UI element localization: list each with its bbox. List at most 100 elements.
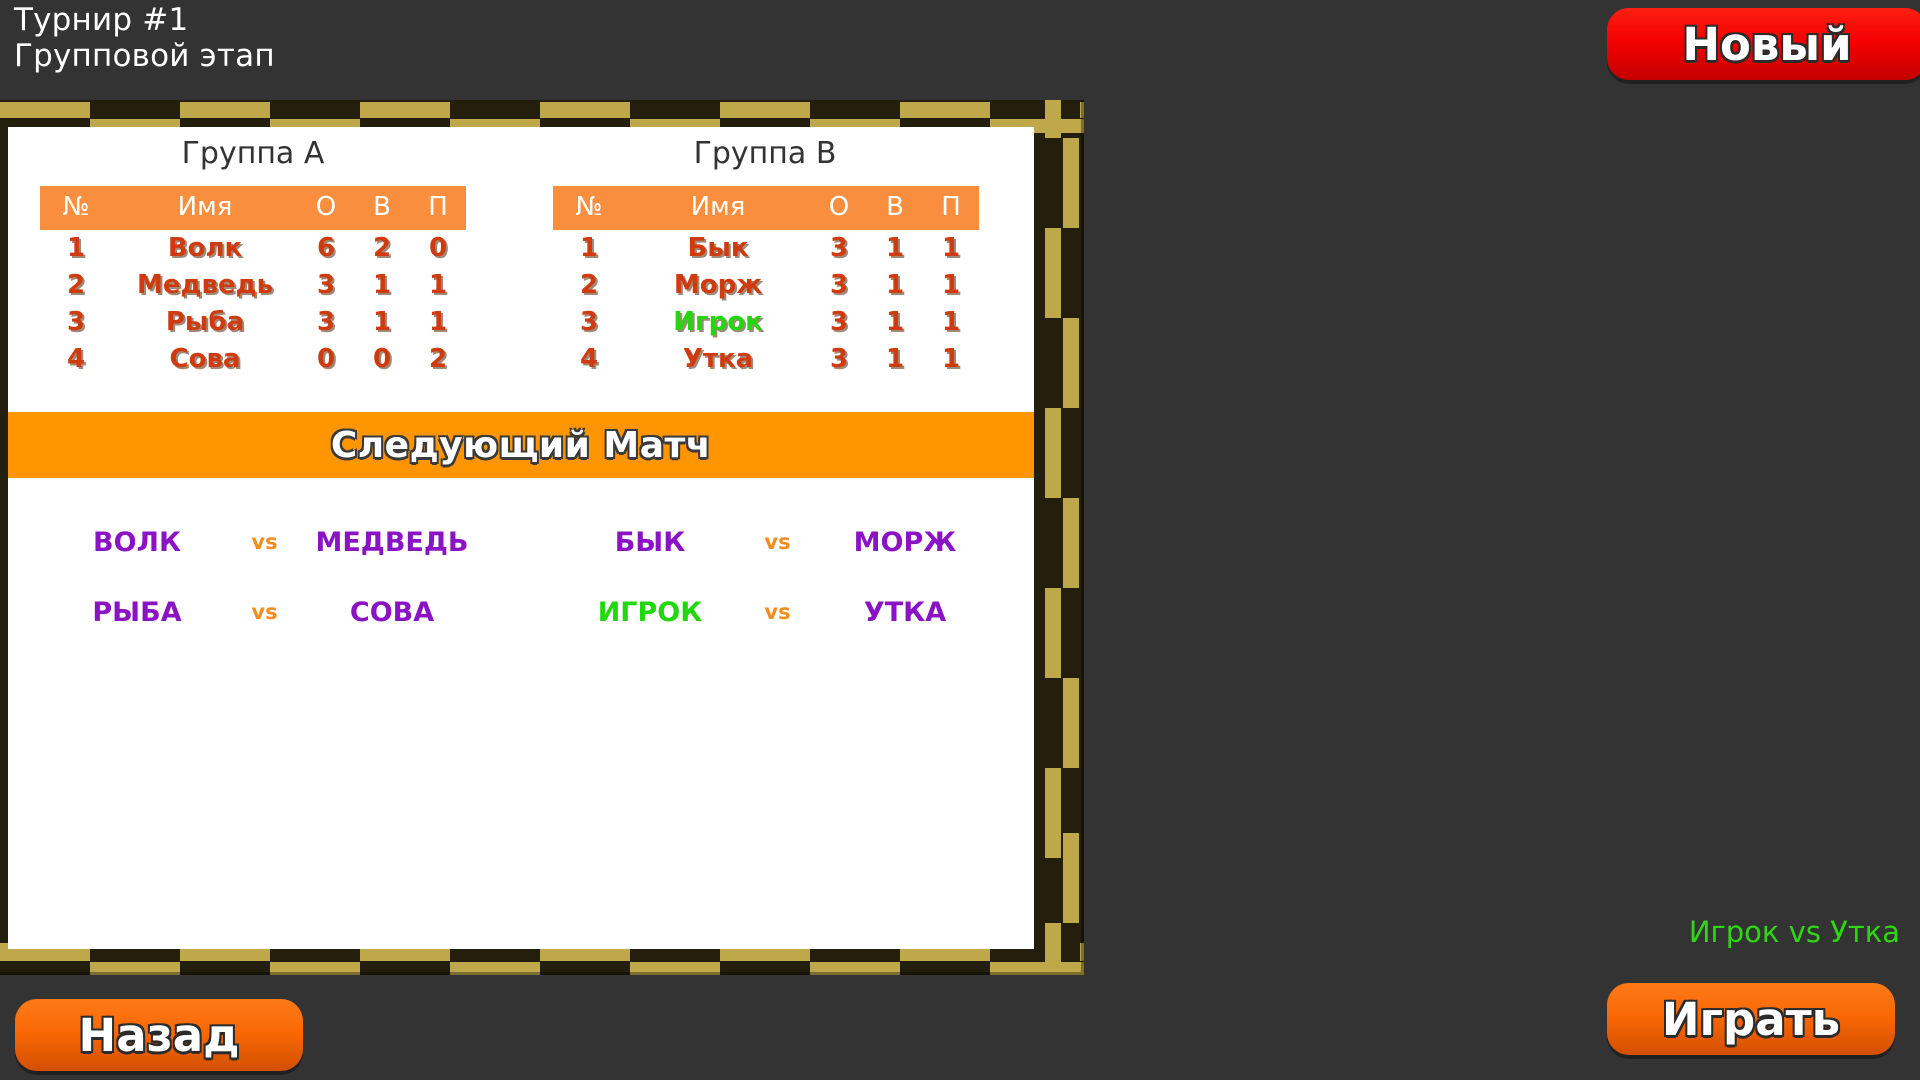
match-row: ВОЛК vs МЕДВЕДЬ БЫК vs МОРЖ xyxy=(8,507,1034,577)
cell-num: 3 xyxy=(579,307,599,337)
cell-num: 3 xyxy=(66,307,86,337)
next-match-banner: Следующий Матч xyxy=(8,412,1034,478)
column-header-name: Имя xyxy=(625,186,811,230)
table-row: 2 Морж 3 1 1 xyxy=(553,267,979,304)
frame-checker-right-col1 xyxy=(1045,100,1061,975)
table-header-row: № Имя О В П xyxy=(40,186,466,230)
table-row: 4 Сова 0 0 2 xyxy=(40,341,466,378)
cell-name: Медведь xyxy=(136,270,274,300)
match-pairing[interactable]: БЫК vs МОРЖ xyxy=(521,527,1034,558)
stage-title: Групповой этап xyxy=(14,38,275,74)
new-tournament-button-label: Новый xyxy=(1682,17,1852,71)
frame-checker-top-row1 xyxy=(0,102,1084,118)
cell-name: Морж xyxy=(673,270,763,300)
cell-num: 2 xyxy=(579,270,599,300)
cell-points: 3 xyxy=(316,270,336,300)
column-header-points: О xyxy=(298,186,354,230)
column-header-num: № xyxy=(553,186,625,230)
match-home-team: РЫБА xyxy=(92,596,182,628)
cell-losses: 1 xyxy=(941,307,961,337)
next-match-label: Следующий Матч xyxy=(330,424,712,466)
back-button[interactable]: Назад xyxy=(15,999,303,1071)
cell-num: 4 xyxy=(579,344,599,374)
column-header-losses: П xyxy=(410,186,466,230)
match-pairing[interactable]: ИГРОК vs УТКА xyxy=(521,597,1034,628)
table-row: 1 Бык 3 1 1 xyxy=(553,230,979,267)
cell-points: 3 xyxy=(829,233,849,263)
cell-name: Игрок xyxy=(673,307,763,337)
group-b-title: Группа B xyxy=(693,136,837,171)
cell-name: Сова xyxy=(169,344,241,374)
column-header-points: О xyxy=(811,186,867,230)
cell-losses: 2 xyxy=(428,344,448,374)
cell-wins: 1 xyxy=(372,307,392,337)
cell-losses: 1 xyxy=(941,233,961,263)
table-header-row: № Имя О В П xyxy=(553,186,979,230)
cell-wins: 1 xyxy=(372,270,392,300)
table-row: 4 Утка 3 1 1 xyxy=(553,341,979,378)
cell-num: 1 xyxy=(66,233,86,263)
table-row: 3 Игрок 3 1 1 xyxy=(553,304,979,341)
column-header-wins: В xyxy=(867,186,923,230)
match-row: РЫБА vs СОВА ИГРОК vs УТКА xyxy=(8,577,1034,647)
new-tournament-button[interactable]: Новый xyxy=(1607,8,1920,80)
group-a-title: Группа A xyxy=(181,136,325,171)
back-button-label: Назад xyxy=(78,1008,240,1062)
cell-wins: 1 xyxy=(885,233,905,263)
cell-points: 3 xyxy=(316,307,336,337)
match-pairing[interactable]: ВОЛК vs МЕДВЕДЬ xyxy=(8,527,521,558)
cell-losses: 1 xyxy=(428,270,448,300)
cell-points: 0 xyxy=(316,344,336,374)
match-home-team: БЫК xyxy=(614,526,686,558)
table-row: 2 Медведь 3 1 1 xyxy=(40,267,466,304)
page-title: Турнир #1 Групповой этап xyxy=(14,2,275,74)
cell-name: Рыба xyxy=(165,307,245,337)
upcoming-match-hint: Игрок vs Утка xyxy=(1688,915,1900,949)
cell-wins: 0 xyxy=(372,344,392,374)
cell-name: Бык xyxy=(687,233,749,263)
column-header-wins: В xyxy=(354,186,410,230)
table-row: 1 Волк 6 2 0 xyxy=(40,230,466,267)
match-vs-label: vs xyxy=(764,530,791,554)
cell-wins: 1 xyxy=(885,307,905,337)
play-button-label: Играть xyxy=(1661,992,1841,1046)
cell-wins: 1 xyxy=(885,270,905,300)
cell-name: Волк xyxy=(167,233,243,263)
cell-points: 3 xyxy=(829,344,849,374)
match-pairing[interactable]: РЫБА vs СОВА xyxy=(8,597,521,628)
match-home-team: ВОЛК xyxy=(92,526,182,558)
match-vs-label: vs xyxy=(251,530,278,554)
table-row: 3 Рыба 3 1 1 xyxy=(40,304,466,341)
match-vs-label: vs xyxy=(251,600,278,624)
match-away-team: МОРЖ xyxy=(853,526,957,558)
match-home-team: ИГРОК xyxy=(597,596,703,628)
cell-points: 3 xyxy=(829,307,849,337)
next-match-pairings: ВОЛК vs МЕДВЕДЬ БЫК vs МОРЖ РЫБА vs СОВА… xyxy=(8,507,1034,647)
cell-num: 1 xyxy=(579,233,599,263)
match-away-team: МЕДВЕДЬ xyxy=(315,526,469,558)
play-button[interactable]: Играть xyxy=(1607,983,1895,1055)
column-header-name: Имя xyxy=(112,186,298,230)
cell-num: 2 xyxy=(66,270,86,300)
content-panel: Группа A Группа B № Имя О В П 1 Во xyxy=(8,127,1034,949)
cell-losses: 1 xyxy=(941,344,961,374)
cell-name: Утка xyxy=(682,344,754,374)
standings-table-group-b: № Имя О В П 1 Бык 3 1 1 xyxy=(553,186,979,378)
column-header-losses: П xyxy=(923,186,979,230)
cell-losses: 1 xyxy=(428,307,448,337)
cell-losses: 0 xyxy=(428,233,448,263)
match-away-team: СОВА xyxy=(349,596,435,628)
frame-checker-right-col2 xyxy=(1063,100,1079,975)
cell-num: 4 xyxy=(66,344,86,374)
match-away-team: УТКА xyxy=(863,596,947,628)
cell-points: 3 xyxy=(829,270,849,300)
column-header-num: № xyxy=(40,186,112,230)
standings-table-group-a: № Имя О В П 1 Волк 6 2 0 xyxy=(40,186,466,378)
match-vs-label: vs xyxy=(764,600,791,624)
tournament-title: Турнир #1 xyxy=(14,2,189,38)
cell-wins: 2 xyxy=(372,233,392,263)
cell-wins: 1 xyxy=(885,344,905,374)
cell-losses: 1 xyxy=(941,270,961,300)
frame-checker-bottom-row2 xyxy=(0,962,1084,975)
